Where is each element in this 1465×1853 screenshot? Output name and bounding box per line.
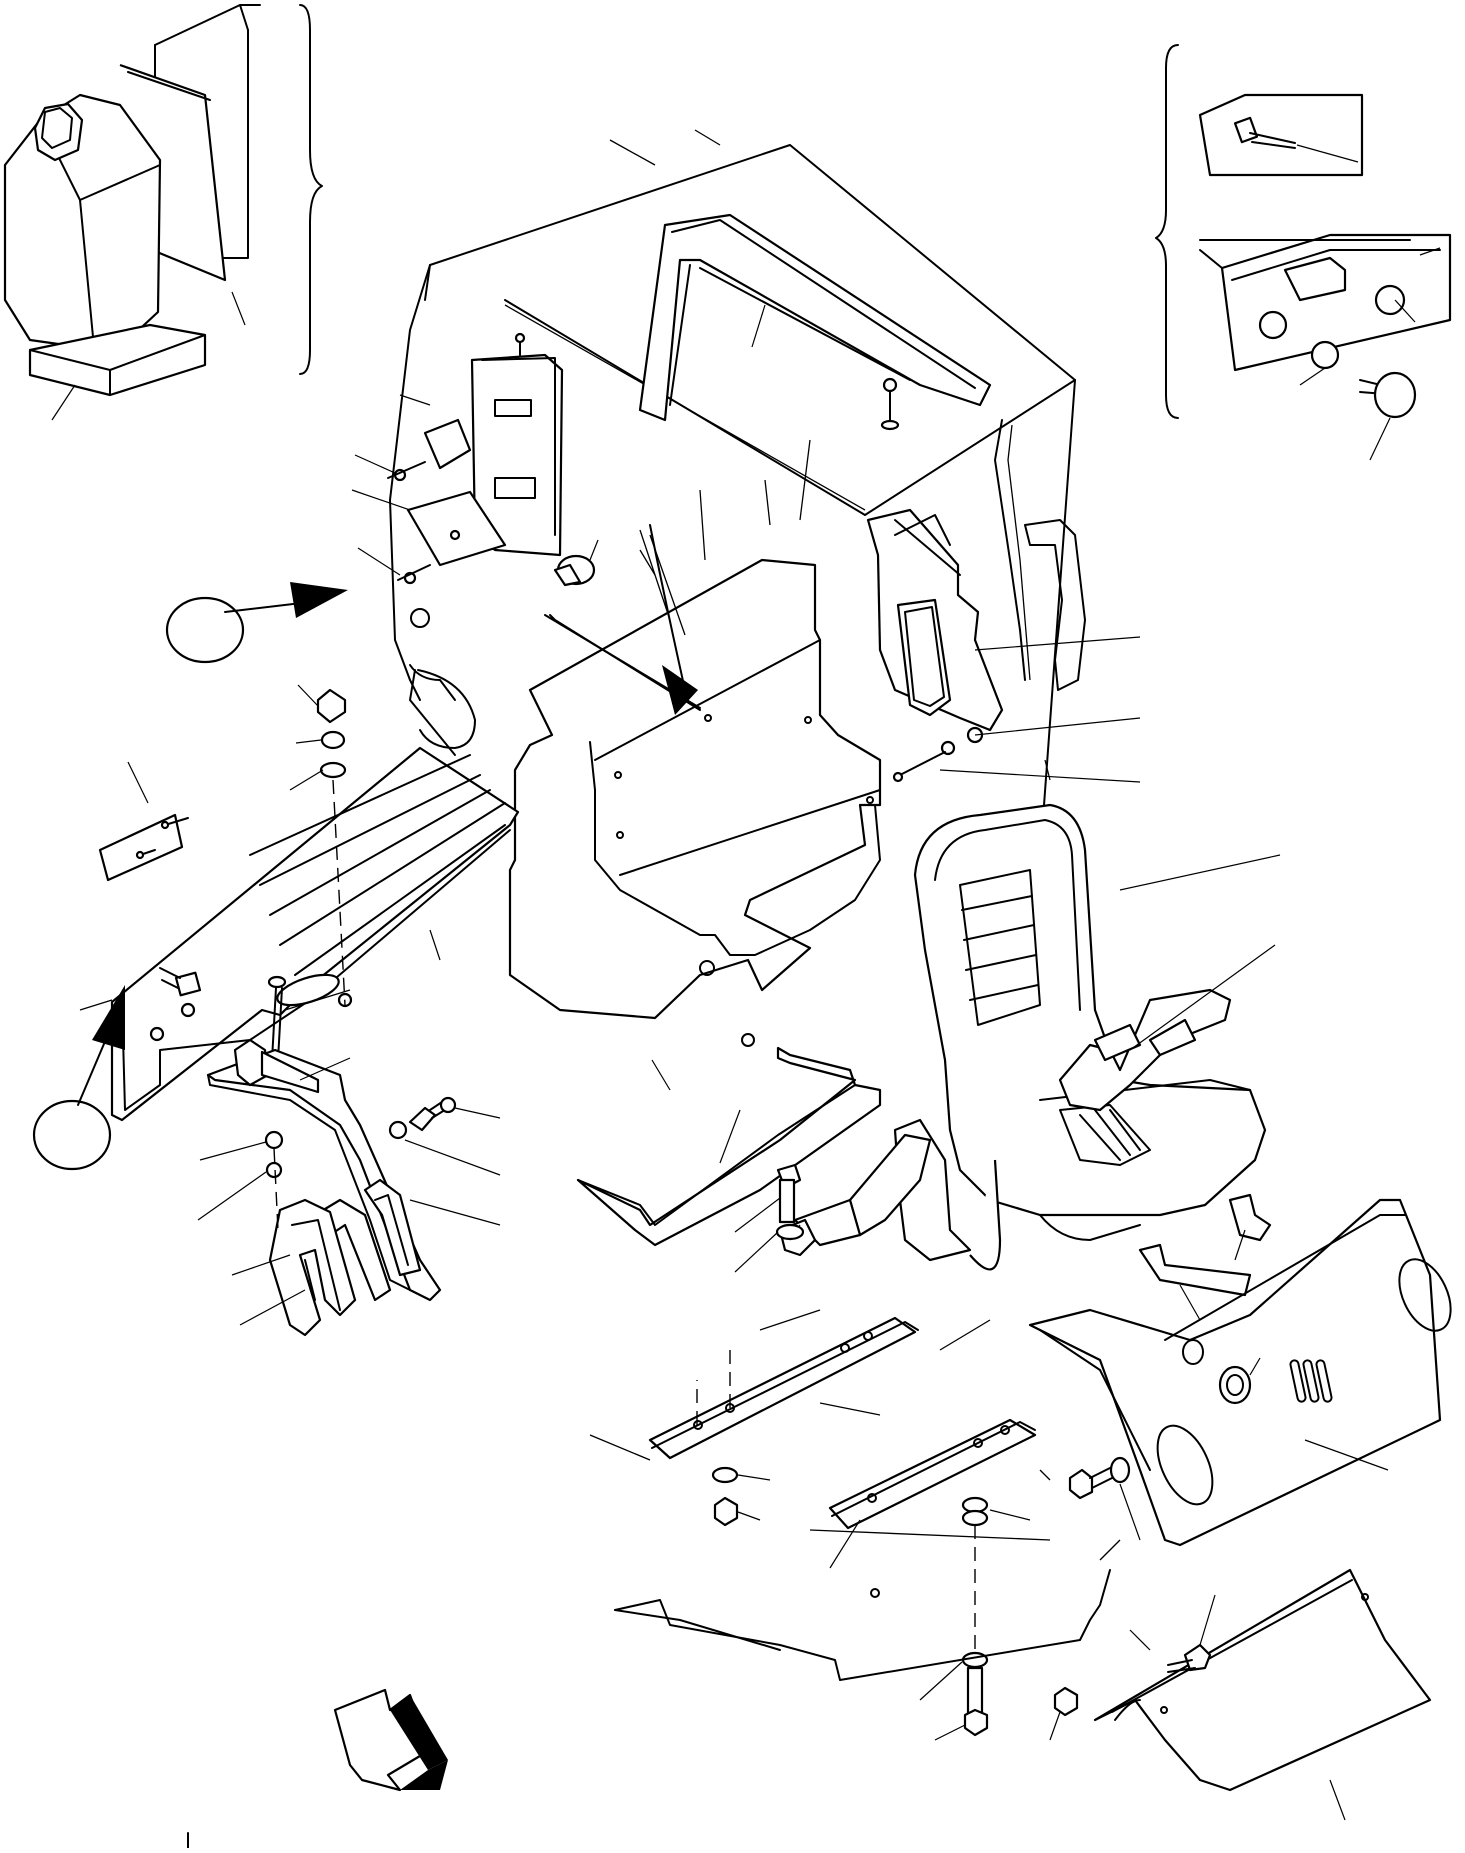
cover-screw-icon	[1049, 1594, 1216, 1741]
vent-slots-icon	[1289, 1359, 1333, 1403]
seat-bolt-icon	[734, 1163, 805, 1273]
floor-mat-part	[508, 524, 882, 1047]
tank-base-plate	[28, 323, 207, 397]
bolt-stack-icon	[289, 684, 347, 1006]
cover-bolt-icon	[1068, 1456, 1141, 1541]
mount-plate-2-part	[828, 1418, 1037, 1569]
floor-trim-part	[576, 1046, 882, 1247]
side-cover-part	[1028, 1198, 1452, 1547]
view-arrow-top-callout	[165, 582, 348, 664]
hinge-bracket-part	[197, 975, 501, 1337]
operator-seat-part	[913, 803, 1281, 1241]
curved-cover-part	[1093, 1568, 1432, 1821]
screw-icon	[514, 332, 526, 356]
screw-icon	[880, 377, 900, 431]
bolt-icon	[1233, 116, 1296, 149]
cab-window-cutout	[417, 669, 476, 749]
lock-nut-icon	[1374, 284, 1406, 316]
front-direction-arrow-icon	[187, 1688, 448, 1849]
label-plate-large	[351, 489, 507, 585]
inset-bracket-left	[299, 4, 323, 375]
knob-icon	[1359, 371, 1417, 419]
nut-icon	[1258, 310, 1288, 340]
screw-icon	[267, 975, 287, 1061]
plug-icon	[1218, 1357, 1261, 1405]
view-arrow-top-arrowhead-icon	[290, 582, 348, 618]
lower-floor-part	[589, 1309, 1121, 1681]
inset-bracket-right	[1155, 44, 1179, 419]
view-arrow-left-arrowhead-icon	[92, 985, 125, 1050]
left-step-part	[79, 746, 520, 1122]
view-arrow-left-callout	[32, 985, 125, 1171]
cab-shell	[389, 129, 1086, 861]
rear-panel-part	[866, 508, 1141, 783]
tank-cap-icon	[33, 102, 84, 162]
seat-rail-part	[1138, 1193, 1272, 1321]
tag-plate-part	[98, 761, 189, 882]
inset-knob-group	[1155, 44, 1452, 461]
upper-frame-part	[638, 213, 992, 431]
bolt-icon	[159, 967, 202, 997]
floor-arrow-icon	[662, 665, 698, 715]
seat-belt-part	[778, 944, 1276, 1271]
grommet-icon	[553, 539, 599, 587]
label-plate-small	[354, 394, 472, 482]
inset-tank-group	[3, 4, 323, 421]
bolt-washer-icon	[388, 1096, 501, 1176]
mount-plate-1-part	[648, 1316, 919, 1460]
washer-icon	[1310, 340, 1340, 370]
